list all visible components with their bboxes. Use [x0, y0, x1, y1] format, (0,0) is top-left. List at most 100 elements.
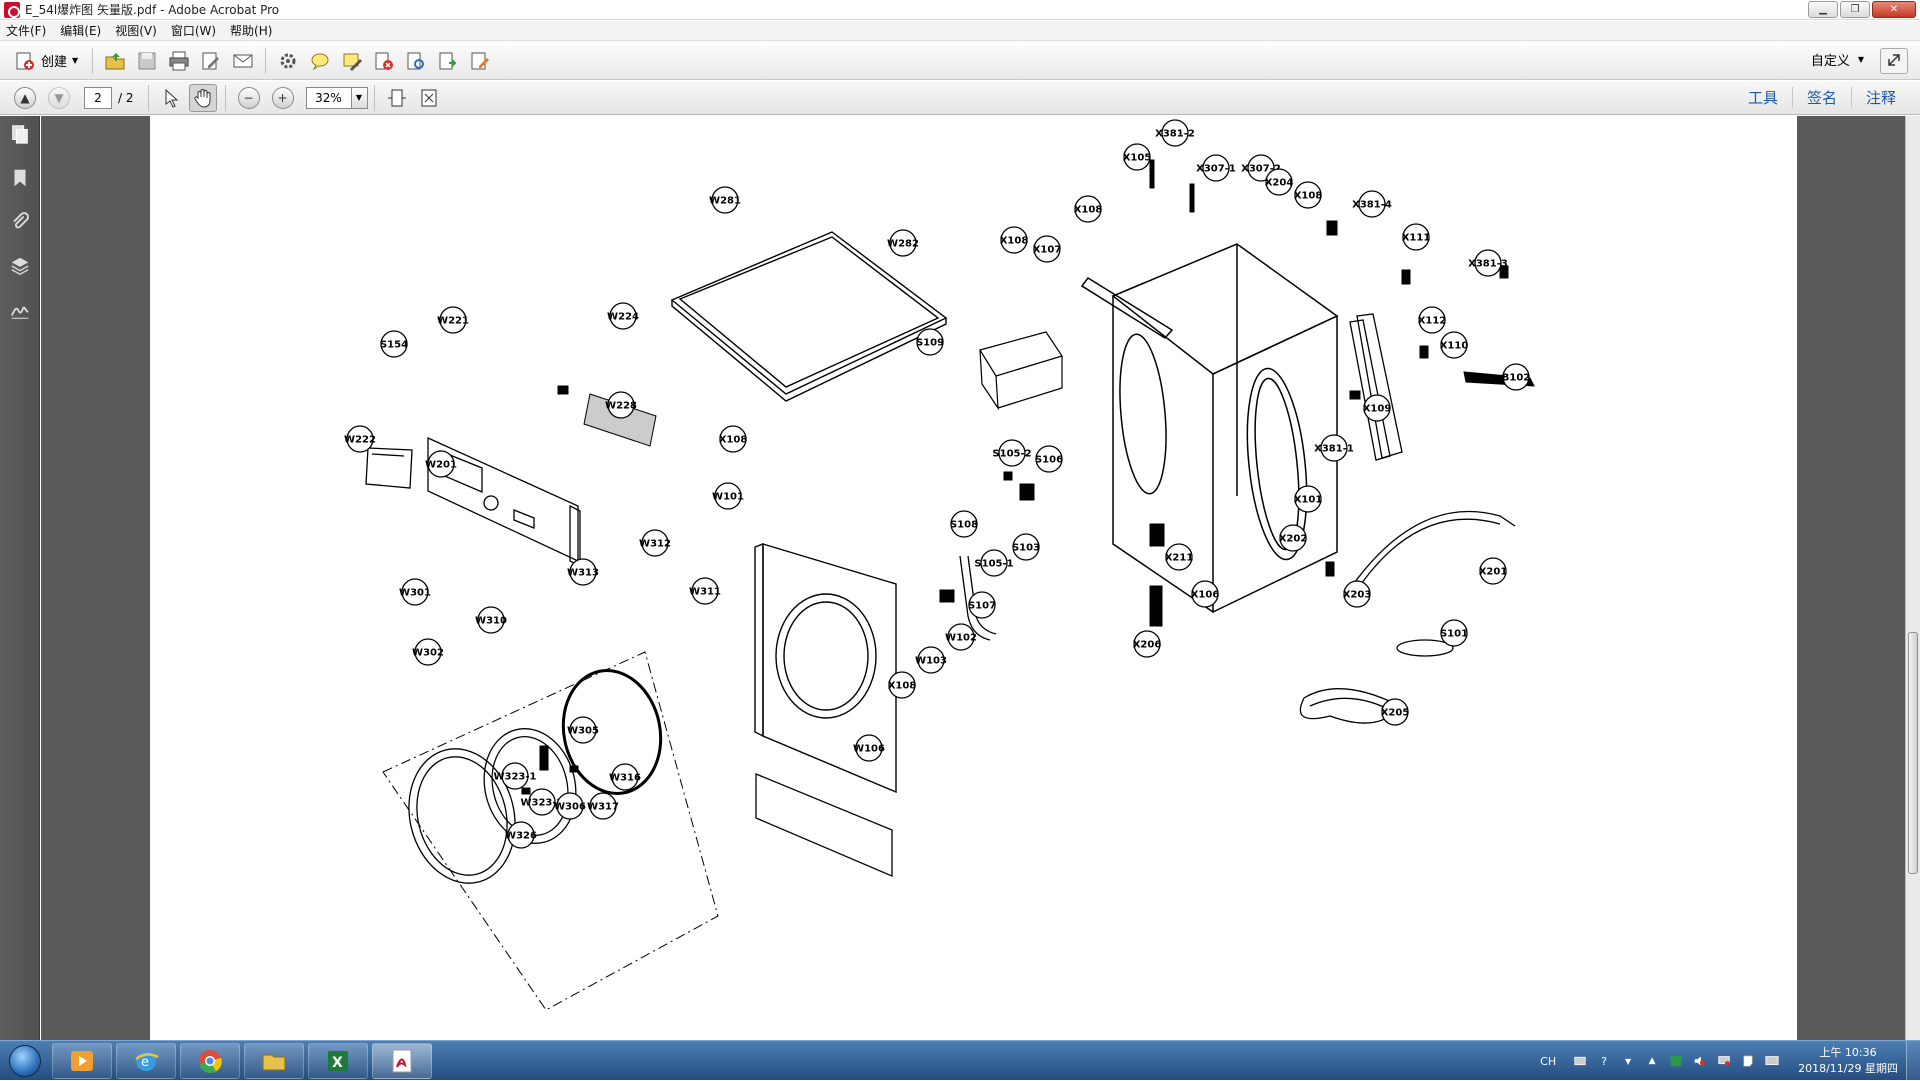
show-desktop-button[interactable] — [1906, 1041, 1920, 1081]
tab-tools[interactable]: 工具 — [1747, 89, 1778, 107]
callout-s103: S103 — [1012, 533, 1040, 561]
taskbar-media-player[interactable] — [52, 1042, 112, 1079]
chevron-down-icon[interactable]: ▼ — [1625, 1056, 1632, 1066]
attachments-icon[interactable] — [8, 210, 32, 234]
callout-x381-2: X381-2 — [1155, 119, 1195, 147]
create-button[interactable]: 创建 ▼ — [8, 47, 84, 75]
callout-label: W316 — [609, 773, 641, 784]
highlight-button[interactable] — [338, 47, 366, 75]
taskbar: e X CH ? ▼ ▲ 上午 10:36 2018/11/29 星期四 — [0, 1040, 1920, 1081]
toolbar-separator — [373, 84, 375, 111]
action-center-icon[interactable] — [1740, 1053, 1756, 1069]
search-doc-button[interactable] — [402, 47, 430, 75]
callout-x105: X105 — [1123, 143, 1151, 171]
show-hidden-icons-icon[interactable]: ▲ — [1648, 1056, 1656, 1066]
taskbar-excel[interactable]: X — [308, 1042, 368, 1079]
callout-w224: W224 — [607, 302, 639, 330]
chevron-down-icon[interactable]: ▼ — [351, 86, 368, 109]
email-button[interactable] — [229, 47, 257, 75]
open-button[interactable] — [101, 47, 129, 75]
callout-x307-1: X307-1 — [1196, 154, 1236, 182]
next-page-button[interactable]: ▼ — [48, 86, 70, 109]
close-button[interactable]: ✕ — [1872, 1, 1916, 18]
bookmarks-icon[interactable] — [8, 166, 32, 190]
network-icon[interactable] — [1716, 1053, 1732, 1069]
settings-button[interactable] — [274, 47, 302, 75]
scrollbar-thumb[interactable] — [1908, 632, 1918, 874]
taskbar-chrome[interactable] — [180, 1042, 240, 1079]
toolbar-separator — [147, 84, 149, 111]
clock[interactable]: 上午 10:36 2018/11/29 星期四 — [1798, 1045, 1898, 1077]
save-button[interactable] — [133, 47, 161, 75]
export-button[interactable] — [434, 47, 462, 75]
taskbar-ie[interactable]: e — [116, 1042, 176, 1079]
callout-label: S107 — [968, 601, 996, 612]
menu-help[interactable]: 帮助(H) — [230, 24, 273, 38]
fit-page-button[interactable] — [383, 84, 411, 112]
callout-label: S108 — [950, 520, 978, 531]
highlight-icon — [343, 53, 363, 71]
callout-s107: S107 — [968, 591, 996, 619]
security-icon[interactable] — [1668, 1053, 1684, 1069]
search-doc-icon — [407, 52, 425, 69]
zoom-input[interactable]: 32% — [305, 86, 352, 109]
customize-dropdown[interactable]: 自定义 ▼ — [1811, 50, 1864, 69]
delete-page-button[interactable] — [370, 47, 398, 75]
callout-x107: X107 — [1033, 235, 1061, 263]
taskbar-acrobat[interactable] — [372, 1042, 432, 1079]
callout-w302: W302 — [412, 638, 444, 666]
callout-w301: W301 — [399, 578, 431, 606]
volume-icon[interactable] — [1692, 1053, 1708, 1069]
edit-button[interactable] — [197, 47, 225, 75]
callout-label: X109 — [1363, 404, 1392, 415]
full-screen-button[interactable] — [415, 84, 443, 112]
signatures-icon[interactable] — [8, 298, 32, 322]
prev-page-button[interactable]: ▲ — [14, 86, 36, 109]
zoom-dropdown[interactable]: 32% ▼ — [305, 86, 368, 109]
callout-s154: S154 — [380, 330, 408, 358]
tab-comment[interactable]: 注释 — [1850, 87, 1910, 108]
callout-s106: S106 — [1035, 445, 1063, 473]
callout-label: W311 — [689, 587, 721, 598]
callout-x108: X108 — [1294, 181, 1323, 209]
menu-file[interactable]: 文件(F) — [6, 24, 47, 38]
part-lid — [670, 231, 948, 402]
callout-label: X108 — [1000, 236, 1029, 247]
form-button[interactable] — [466, 47, 494, 75]
page-number-input[interactable]: 2 — [84, 86, 112, 109]
callout-label: X203 — [1343, 590, 1372, 601]
tab-sign[interactable]: 签名 — [1791, 87, 1851, 108]
part-detergent-drawer — [365, 447, 413, 489]
start-button[interactable] — [0, 1041, 50, 1081]
taskbar-explorer[interactable] — [244, 1042, 304, 1079]
restore-button[interactable]: ❐ — [1840, 1, 1870, 18]
keyboard-icon[interactable] — [1572, 1053, 1588, 1069]
callout-w317: W317 — [587, 792, 619, 820]
callout-w305: W305 — [567, 716, 599, 744]
comment-button[interactable] — [306, 47, 334, 75]
layers-icon[interactable] — [8, 254, 32, 278]
menu-view[interactable]: 视图(V) — [115, 24, 157, 38]
callout-w323-2: W323-2 — [520, 788, 564, 816]
page-thumbnails-icon[interactable] — [8, 122, 32, 146]
input-language[interactable]: CH — [1540, 1054, 1557, 1068]
zoom-out-button[interactable]: − — [237, 86, 260, 109]
select-tool-button[interactable] — [157, 84, 185, 112]
callout-w101: W101 — [712, 482, 744, 510]
hand-tool-button[interactable] — [188, 83, 217, 112]
display-icon[interactable] — [1764, 1053, 1780, 1069]
callout-label: X108 — [1294, 191, 1323, 202]
minimize-button[interactable]: ▁ — [1808, 1, 1838, 18]
callout-w326: W326 — [505, 821, 537, 849]
expand-icon[interactable] — [1880, 48, 1908, 74]
window-controls: ▁ ❐ ✕ — [1808, 1, 1916, 18]
menu-window[interactable]: 窗口(W) — [170, 24, 217, 38]
callout-label: W228 — [605, 401, 637, 412]
help-icon[interactable]: ? — [1601, 1054, 1608, 1068]
menu-edit[interactable]: 编辑(E) — [60, 24, 102, 38]
print-button[interactable] — [165, 47, 193, 75]
zoom-in-button[interactable]: + — [271, 86, 294, 109]
callout-label: B102 — [1502, 373, 1531, 384]
vertical-scrollbar[interactable] — [1905, 116, 1920, 1040]
